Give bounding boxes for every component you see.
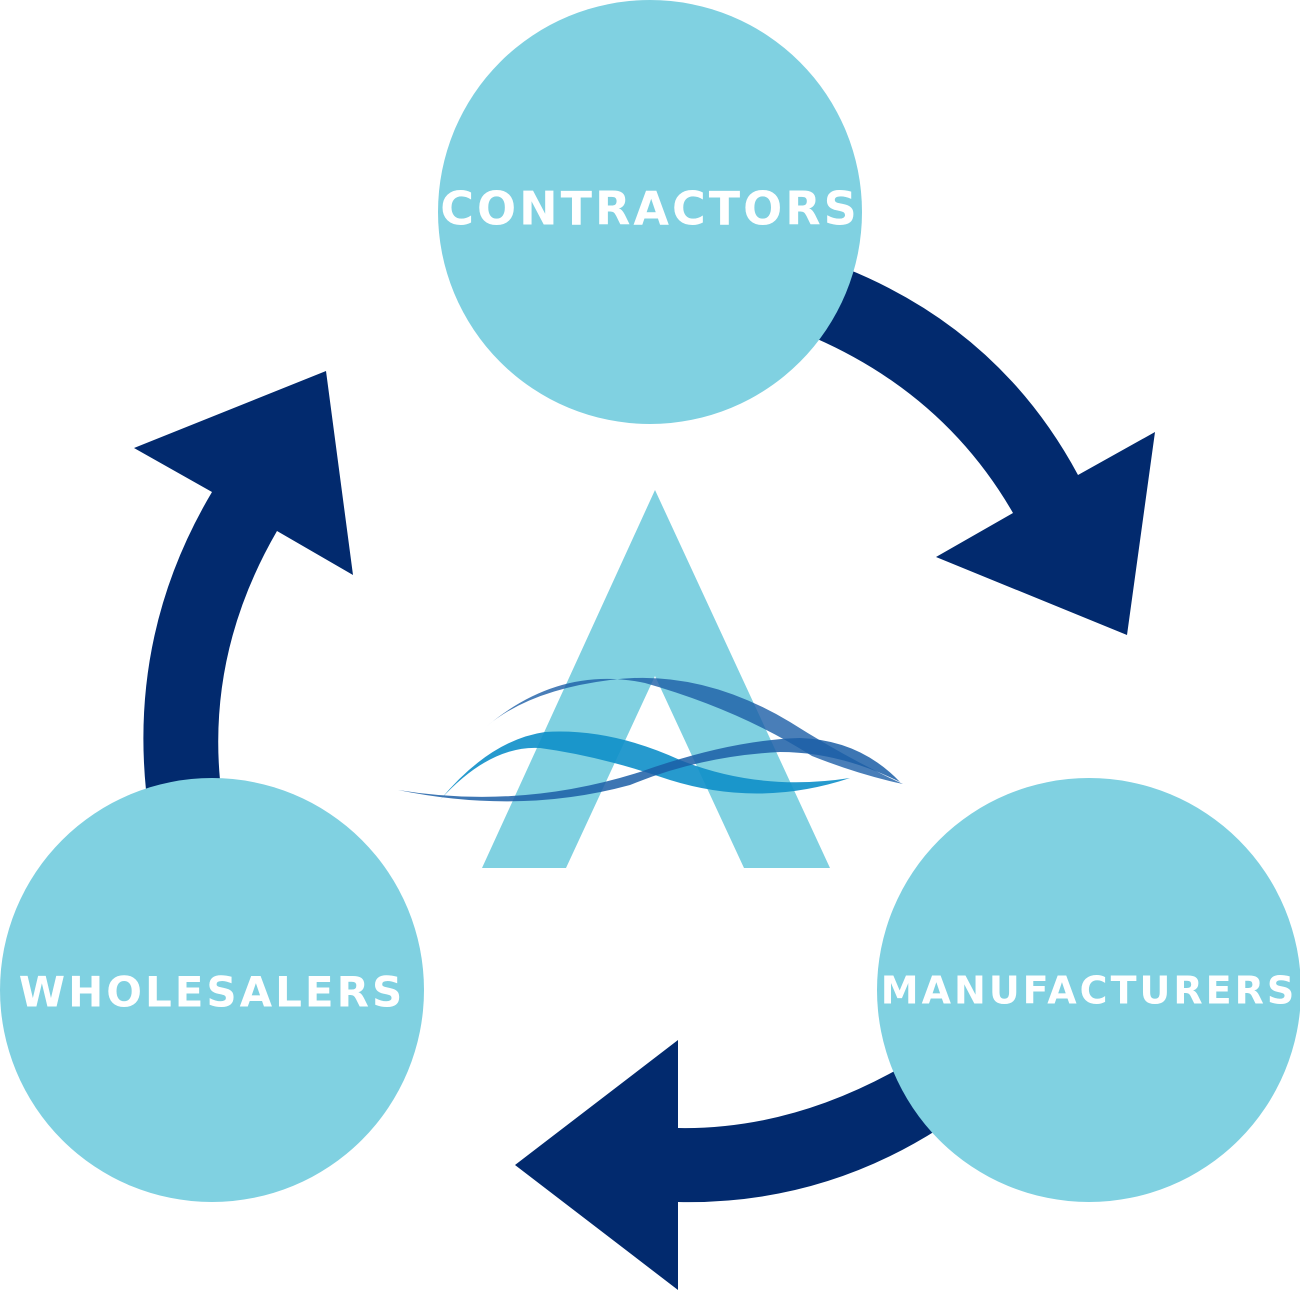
arrow-contractors-to-manufacturers [815,268,1155,635]
node-wholesalers: WHOLESALERS [0,778,424,1202]
logo-wave-lower [398,738,900,802]
contractors-label: CONTRACTORS [440,182,860,236]
node-contractors: CONTRACTORS [438,0,862,424]
manufacturers-circle [877,778,1300,1202]
contractors-circle [438,0,862,424]
wholesalers-label: WHOLESALERS [19,968,405,1017]
letter-a-waves-logo [398,490,903,868]
wholesalers-circle [0,778,424,1202]
arrow-wholesalers-to-contractors [134,371,353,790]
manufacturers-label: MANUFACTURERS [881,969,1297,1013]
logo-wave-upper [487,677,903,784]
node-manufacturers: MANUFACTURERS [877,778,1300,1202]
arrow-manufacturers-to-wholesalers [515,1040,940,1290]
logo-wave-middle [440,731,850,800]
cycle-arrows [134,268,1155,1290]
logo-letter-a [482,490,830,868]
